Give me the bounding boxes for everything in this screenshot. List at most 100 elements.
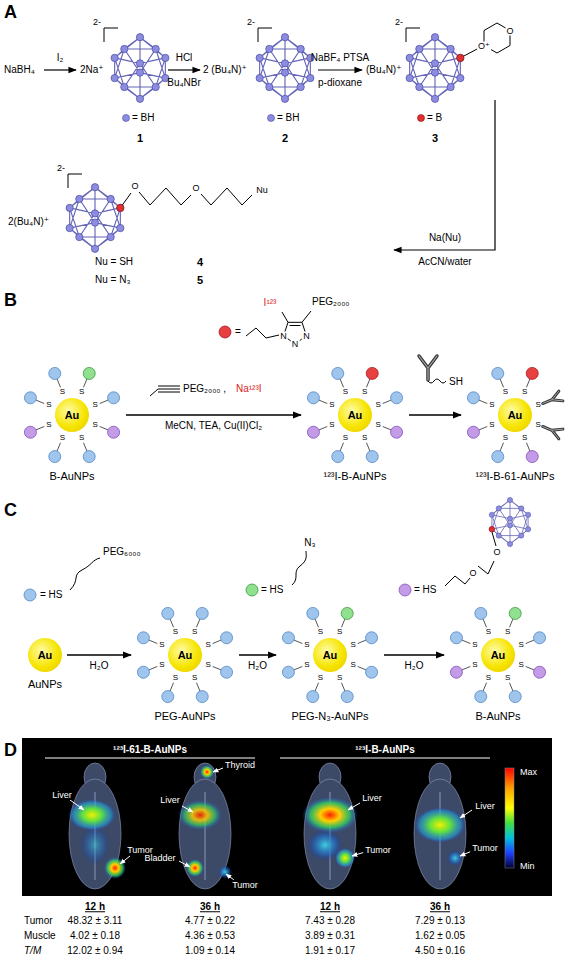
organ-label: Tumor bbox=[230, 880, 260, 890]
hotspot bbox=[447, 850, 463, 866]
sulfur-atom: S bbox=[79, 388, 84, 396]
ligand-stalk bbox=[319, 400, 327, 403]
ligand-head bbox=[24, 392, 36, 404]
bh-key-ball bbox=[123, 115, 130, 122]
charge-bracket bbox=[68, 174, 82, 188]
ligand-head bbox=[366, 367, 378, 379]
sulfur-atom: S bbox=[343, 388, 348, 396]
ligand-stalk bbox=[509, 683, 512, 691]
spect-ct-image bbox=[22, 738, 552, 896]
ligand-head bbox=[196, 691, 208, 703]
gold-core: Au bbox=[313, 638, 347, 672]
reaction-arrow bbox=[394, 100, 495, 250]
ligand-head bbox=[307, 392, 319, 404]
table-cell: 3.89 ± 0.31 bbox=[305, 930, 355, 942]
ligand-head bbox=[162, 691, 174, 703]
bond bbox=[290, 325, 301, 326]
sulfur-atom: S bbox=[318, 628, 323, 636]
ligand-stalk bbox=[36, 426, 44, 429]
hotspot bbox=[335, 848, 355, 868]
particle-name: AuNPs bbox=[28, 678, 62, 691]
atom-label: O bbox=[492, 548, 501, 557]
charge-label: 2- bbox=[395, 17, 403, 27]
table-cell: 1.62 ± 0.05 bbox=[415, 930, 465, 942]
table-cell: 4.50 ± 0.16 bbox=[415, 945, 465, 957]
color-scale-bar bbox=[505, 768, 514, 868]
ligand-head bbox=[108, 426, 120, 438]
chem-label: PEG₆₀₀₀ bbox=[103, 546, 141, 558]
borane-cage bbox=[256, 34, 314, 103]
chem-label: = BH bbox=[277, 112, 300, 124]
table-cell: 12.02 ± 0.94 bbox=[67, 945, 123, 957]
sulfur-atom: S bbox=[205, 641, 210, 649]
atom-label: O bbox=[191, 184, 200, 193]
sulfur-atom: S bbox=[329, 401, 334, 409]
ligand-head bbox=[366, 451, 378, 463]
chem-label: = HS bbox=[40, 589, 63, 601]
chem-label: HCl bbox=[176, 52, 193, 64]
chem-label: = B bbox=[427, 112, 442, 124]
ligand-stalk bbox=[462, 640, 470, 643]
particle-name: ¹²³I-B-AuNPs bbox=[324, 470, 387, 483]
sulfur-atom: S bbox=[503, 388, 508, 396]
table-cell: 48.32 ± 3.11 bbox=[68, 915, 123, 927]
ligand-stalk bbox=[383, 400, 391, 403]
ligand-stalk bbox=[294, 666, 302, 669]
bond bbox=[282, 312, 288, 322]
core-label: Au bbox=[38, 649, 53, 661]
azide-chain bbox=[292, 551, 306, 585]
chem-label: = BH bbox=[132, 112, 155, 124]
reaction-arrow bbox=[239, 654, 276, 655]
sulfur-atom: S bbox=[173, 628, 178, 636]
chem-label: (Bu₄N)⁺ bbox=[366, 64, 401, 76]
bonds bbox=[120, 23, 510, 208]
ligand-stalk bbox=[36, 400, 44, 403]
chem-label: 2 (Bu₄N)⁺ bbox=[203, 64, 247, 76]
nanoparticle: AuB-AuNPs bbox=[446, 603, 550, 707]
core-label: Au bbox=[348, 409, 363, 421]
time-point: 36 h bbox=[430, 901, 450, 913]
sulfur-atom: S bbox=[375, 401, 380, 409]
ligand-head bbox=[83, 451, 95, 463]
time-point: 12 h bbox=[85, 901, 105, 913]
nanoparticle: AuPEG-AuNPs bbox=[133, 603, 237, 707]
particle-name: ¹²³I-B-61-AuNPs bbox=[476, 470, 555, 483]
ligand-stalk bbox=[294, 640, 302, 643]
ligand-stalk bbox=[479, 400, 487, 403]
chem-label: = bbox=[235, 326, 241, 338]
compound-number: 3 bbox=[432, 132, 438, 145]
core-label: Au bbox=[178, 649, 193, 661]
particle-name: PEG-AuNPs bbox=[154, 710, 215, 723]
ligand-stalk bbox=[196, 619, 199, 627]
condition-label: H₂O bbox=[403, 660, 426, 672]
ligand-head bbox=[332, 451, 344, 463]
ligand-head bbox=[49, 367, 61, 379]
charge-label: 2- bbox=[93, 17, 101, 27]
sulfur-atom: S bbox=[60, 388, 65, 396]
sulfur-atom: S bbox=[304, 641, 309, 649]
borane-cage bbox=[406, 34, 464, 103]
hotspot bbox=[414, 807, 466, 843]
hotspot bbox=[302, 797, 358, 833]
condition-label: H₂O bbox=[88, 660, 111, 672]
ligand-head bbox=[391, 426, 403, 438]
organ-label: Liver bbox=[360, 793, 384, 803]
antibody-ligand bbox=[543, 391, 563, 403]
ligand-stalk bbox=[319, 426, 327, 429]
charge-brackets bbox=[68, 28, 420, 188]
condition-label: MeCN, TEA, Cu(II)Cl₂ bbox=[163, 420, 264, 432]
thiol-linker bbox=[428, 379, 446, 383]
ligand-head bbox=[492, 451, 504, 463]
ligand-head bbox=[526, 451, 538, 463]
ligand-stalk bbox=[526, 640, 534, 643]
ligand-stalk bbox=[383, 426, 391, 429]
time-point: 36 h bbox=[200, 901, 220, 913]
ligand-head bbox=[137, 632, 149, 644]
hotspot bbox=[104, 857, 126, 879]
reaction-arrow bbox=[67, 654, 131, 655]
panel-letter: A bbox=[4, 2, 17, 23]
ligand-stalk bbox=[341, 683, 344, 691]
hotspot bbox=[68, 799, 116, 831]
ligand-head bbox=[366, 632, 378, 644]
organ-label: Liver bbox=[50, 790, 74, 800]
